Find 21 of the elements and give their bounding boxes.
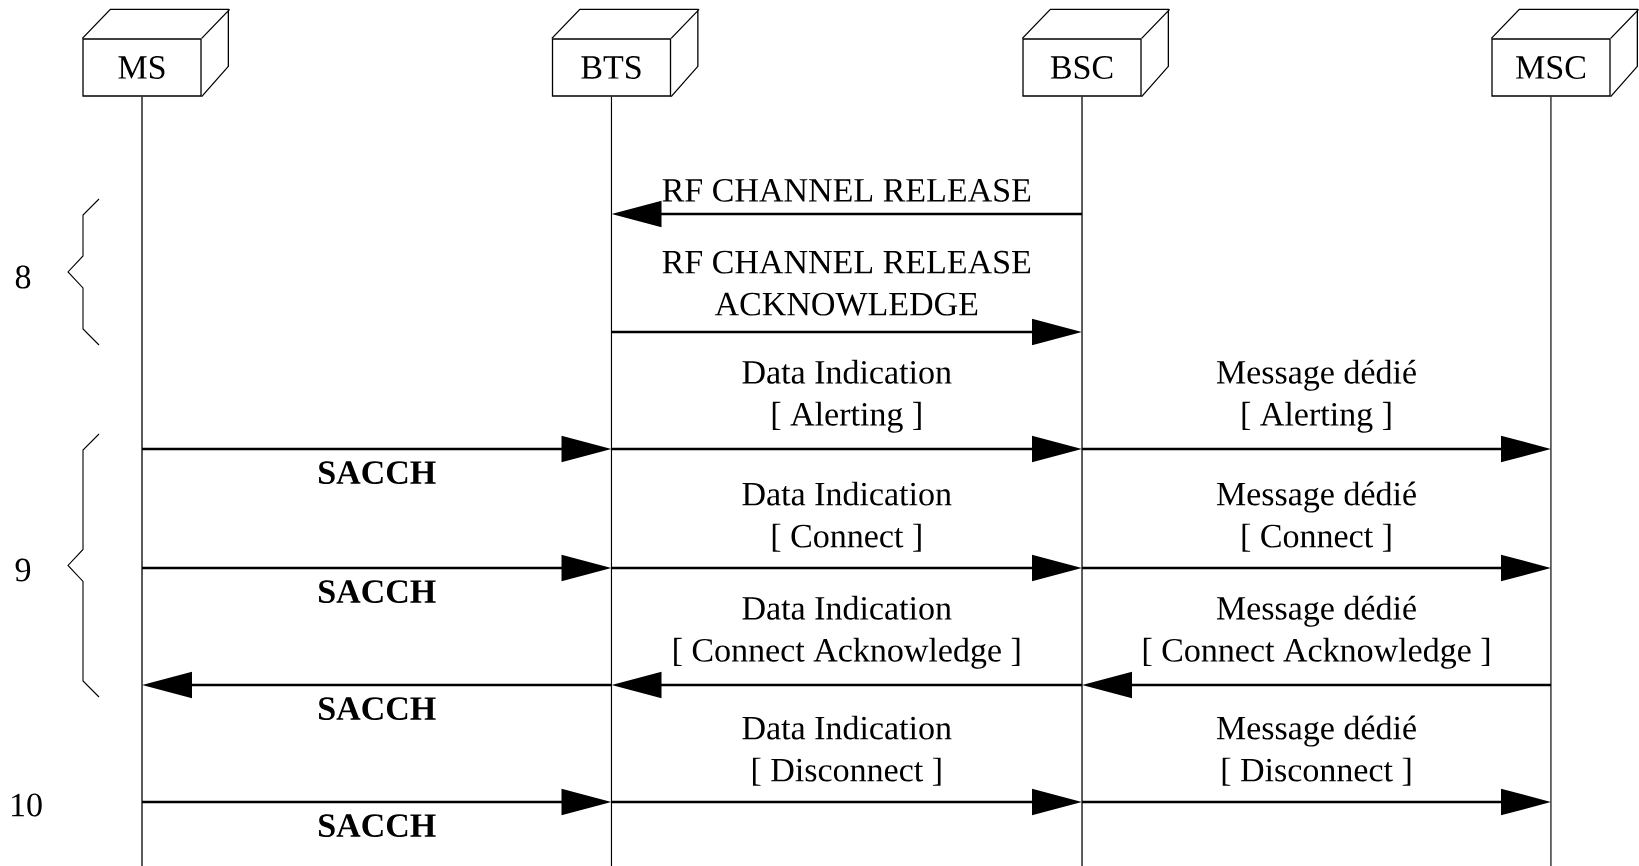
edge-label: SACCH (319, 697, 436, 721)
cube-box: MSC (1490, 8, 1639, 98)
cube-box: MS (81, 8, 231, 98)
edge-label: Message dédié [ Disconnect ] (1216, 715, 1416, 786)
edge-label: SACCH (319, 814, 436, 838)
edge-label: Data Indication [ Disconnect ] (742, 715, 952, 786)
edge-label: Data Indication [ Connect Acknowledge ] (674, 595, 1020, 669)
edge-label: RF CHANNEL RELEASE (662, 178, 1031, 202)
step-number: 9 (15, 558, 31, 582)
edge-label: Message dédié [ Connect Acknowledge ] (1143, 595, 1490, 669)
edge-label: Data Indication [ Alerting ] (742, 359, 952, 433)
cube-box: BSC (1021, 8, 1171, 98)
edge-label: Data Indication [ Connect ] (742, 481, 952, 552)
cube-box: BTS (551, 8, 700, 98)
step-number: 10 (12, 793, 42, 817)
edge-label: Message dédié [ Connect ] (1216, 481, 1416, 552)
step-number: 8 (15, 265, 31, 289)
edge-label: SACCH (319, 461, 436, 485)
edge-label: SACCH (319, 580, 436, 604)
edge-label: RF CHANNEL RELEASE ACKNOWLEDGE (662, 250, 1031, 316)
edge-label: Message dédié [ Alerting ] (1216, 359, 1416, 433)
